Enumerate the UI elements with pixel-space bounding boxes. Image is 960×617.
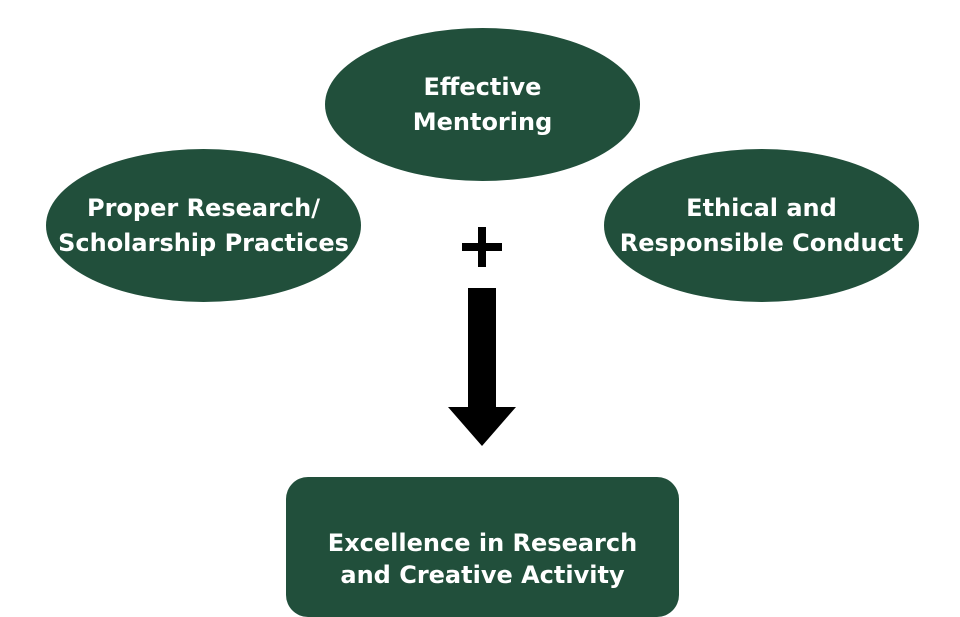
input-node-ethical-conduct: Ethical and Responsible Conduct xyxy=(604,149,919,302)
label-line-1: Ethical and xyxy=(686,193,837,222)
input-node-label: Effective Mentoring xyxy=(413,70,553,140)
plus-icon xyxy=(462,227,502,267)
outcome-node-excellence: Excellence in Research and Creative Acti… xyxy=(286,477,679,617)
input-node-label: Ethical and Responsible Conduct xyxy=(620,191,904,261)
outcome-label-line-1: Excellence in Research xyxy=(327,529,638,557)
label-line-2: Scholarship Practices xyxy=(58,228,349,257)
label-line-2: Mentoring xyxy=(412,107,553,136)
input-node-effective-mentoring: Effective Mentoring xyxy=(325,28,640,181)
label-line-1: Effective xyxy=(423,72,542,101)
input-node-label: Proper Research/ Scholarship Practices xyxy=(58,191,349,261)
input-node-proper-research: Proper Research/ Scholarship Practices xyxy=(46,149,361,302)
label-line-1: Proper Research/ xyxy=(87,193,320,222)
down-arrow-icon xyxy=(448,288,516,446)
label-line-2: Responsible Conduct xyxy=(619,228,904,257)
outcome-label-line-2: and Creative Activity xyxy=(340,561,625,589)
